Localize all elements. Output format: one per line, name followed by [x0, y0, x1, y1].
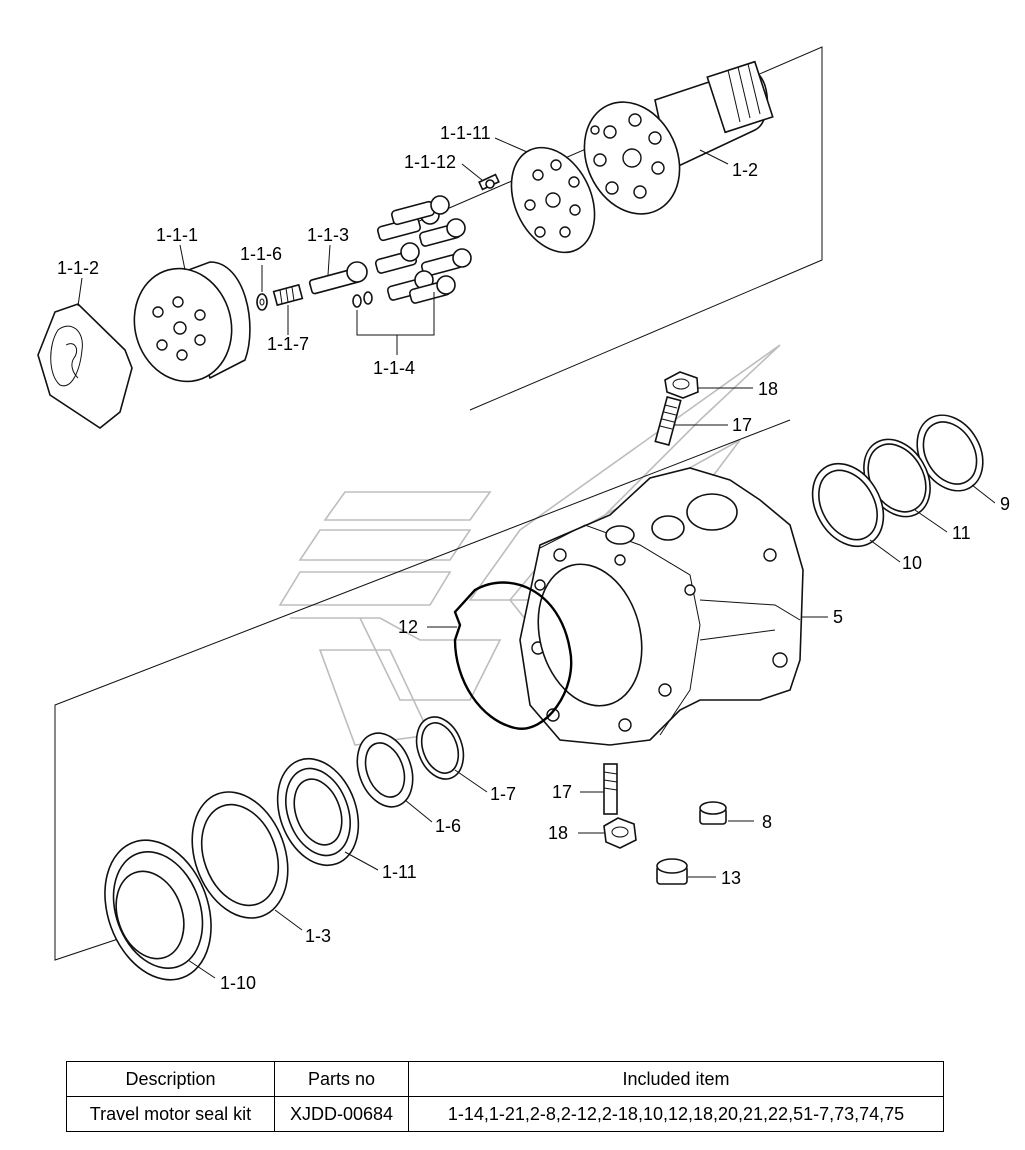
lower-flange-bolt-head [603, 817, 637, 849]
piston-set [374, 195, 472, 304]
oil-seal [191, 791, 289, 919]
seal-kit-table: Description Parts no Included item Trave… [66, 1061, 944, 1132]
small-rings [352, 291, 373, 308]
label-10: 10 [902, 553, 922, 573]
label-1-7: 1-7 [490, 784, 516, 804]
label-11: 11 [952, 523, 971, 543]
upper-flange-bolt-head [664, 371, 699, 399]
motor-housing [519, 467, 804, 746]
label-1-1-1: 1-1-1 [156, 225, 198, 245]
spring [272, 283, 304, 307]
leader-lines [77, 137, 996, 979]
upper-stud [654, 395, 682, 447]
header-parts-no: Parts no [274, 1061, 409, 1097]
label-5: 5 [833, 607, 843, 627]
label-17-upper: 17 [732, 415, 752, 435]
label-1-1-2: 1-1-2 [57, 258, 99, 278]
table-row: Travel motor seal kit XJDD-00684 1-14,1-… [66, 1096, 944, 1132]
housing-o-ring [453, 581, 573, 730]
label-1-1-12: 1-1-12 [404, 152, 456, 172]
part-labels: 1-1-11 1-1-12 1-2 1-1-1 1-1-6 1-1-3 1-1-… [57, 123, 1010, 993]
shaft-seal [811, 462, 885, 548]
output-shaft [583, 60, 774, 215]
exploded-parts-diagram: 1-1-11 1-1-12 1-2 1-1-1 1-1-6 1-1-3 1-1-… [37, 46, 1010, 993]
cell-included-item: 1-14,1-21,2-8,2-12,2-18,10,12,18,20,21,2… [408, 1096, 944, 1132]
lower-frame [54, 419, 791, 961]
label-1-1-7: 1-1-7 [267, 334, 309, 354]
internal-snap-ring [415, 716, 465, 780]
label-17-lower: 17 [552, 782, 572, 802]
label-1-1-3: 1-1-3 [307, 225, 349, 245]
lower-stud [603, 763, 618, 815]
header-included-item: Included item [408, 1061, 944, 1097]
cell-parts-no: XJDD-00684 [274, 1096, 409, 1132]
label-9: 9 [1000, 494, 1010, 514]
retainer-plate [510, 146, 596, 254]
center-shaft [308, 261, 368, 295]
label-18-lower: 18 [548, 823, 568, 843]
washer [256, 293, 268, 311]
cell-description: Travel motor seal kit [66, 1096, 275, 1132]
label-8: 8 [762, 812, 772, 832]
cylinder-block [133, 261, 251, 383]
label-1-1-11: 1-1-11 [440, 123, 491, 143]
retainer-screw [478, 173, 500, 191]
label-1-1-4: 1-1-4 [373, 358, 415, 378]
label-1-2: 1-2 [732, 160, 758, 180]
label-1-6: 1-6 [435, 816, 461, 836]
label-1-3: 1-3 [305, 926, 331, 946]
snap-ring [916, 414, 984, 492]
spacer-ring [356, 732, 414, 808]
label-13: 13 [721, 868, 741, 888]
label-1-10: 1-10 [220, 973, 256, 993]
label-18-upper: 18 [758, 379, 778, 399]
header-description: Description [66, 1061, 275, 1097]
table-header-row: Description Parts no Included item [66, 1061, 944, 1097]
drain-plug [699, 801, 727, 825]
label-1-1-6: 1-1-6 [240, 244, 282, 264]
taper-roller-bearing [104, 839, 212, 981]
label-12: 12 [398, 617, 418, 637]
roller-bearing [276, 757, 360, 867]
valve-plate [37, 303, 133, 429]
label-1-11: 1-11 [382, 862, 417, 882]
fill-plug [656, 858, 688, 885]
